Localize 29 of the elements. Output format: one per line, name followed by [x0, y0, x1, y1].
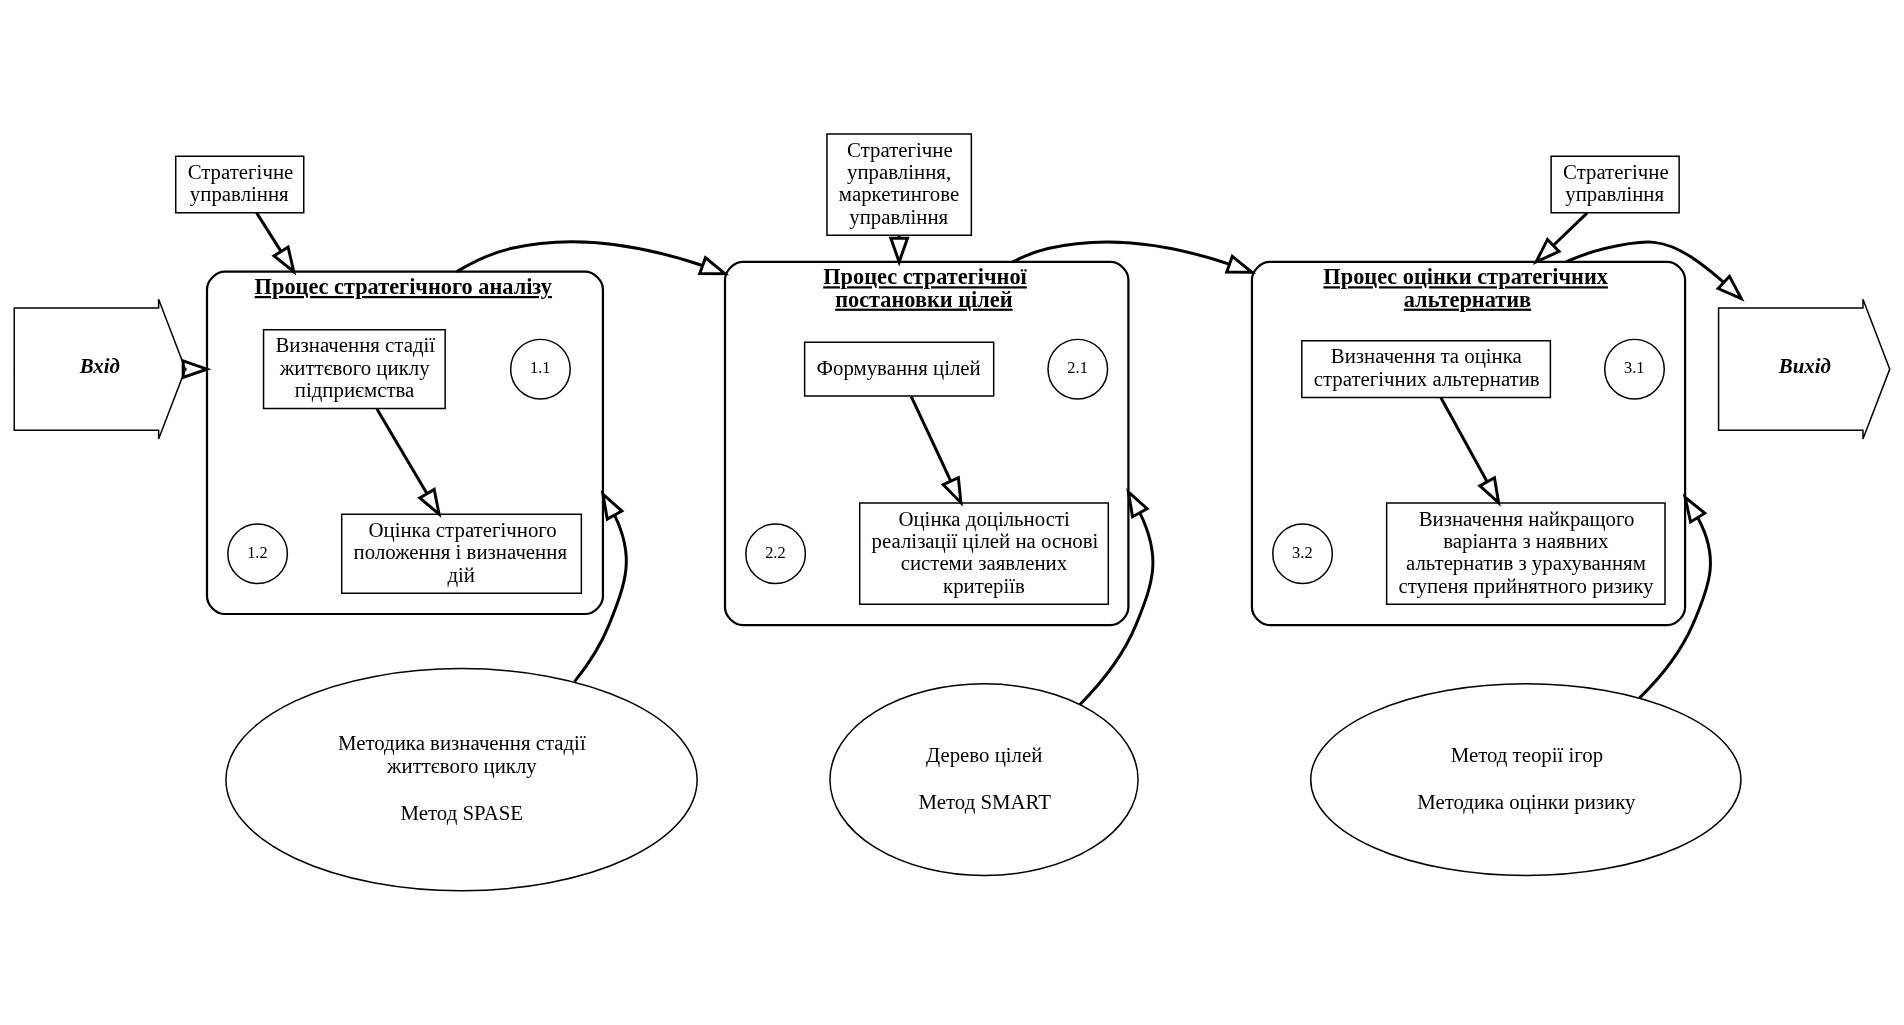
- arrow: [1638, 493, 1712, 700]
- arrow: [181, 358, 212, 380]
- node-box: Оцінка стратегічного положення і визначення дій: [340, 513, 583, 594]
- node-box: Стратегічне управління: [175, 155, 305, 214]
- arrow: [375, 407, 442, 519]
- arrow: [1532, 211, 1589, 266]
- node-circle: 1.1: [509, 338, 571, 400]
- node-circle: 3.1: [1603, 338, 1665, 400]
- arrow: [573, 490, 628, 683]
- node-ellipse: Методика визначення стадії життєвого циклу Метод SPASE: [225, 667, 698, 892]
- node-box: Стратегічне управління: [1550, 155, 1680, 214]
- node-box: Визначення та оцінка стратегічних альтернатив: [1301, 340, 1552, 399]
- arrow: [255, 212, 297, 276]
- node-box: Визначення найкращого варіанта з наявних альтернатив з урахуванням ступеня прийнятного ризику: [1385, 502, 1666, 606]
- node-circle: 2.2: [745, 523, 807, 585]
- node-circle: 1.2: [227, 523, 289, 585]
- node-box: Формування цілей: [803, 341, 995, 397]
- node-circle: 3.2: [1272, 523, 1334, 585]
- arrow: [1078, 487, 1155, 706]
- node-ellipse: Дерево цілей Метод SMART: [829, 683, 1139, 877]
- node-circle: 2.1: [1047, 338, 1109, 400]
- arrow: [1439, 396, 1501, 507]
- node-box: Оцінка доцільності реалізації цілей на основі системи заявлених критеріїв: [858, 502, 1110, 606]
- arrow: [456, 240, 730, 276]
- arrow: [1011, 240, 1257, 274]
- arrow: [909, 395, 963, 507]
- node-ellipse: Метод теорії ігор Методика оцінки ризику: [1310, 683, 1742, 877]
- node-box: Визначення стадії життєвого циклу підприємства: [262, 328, 446, 410]
- arrow: [1565, 240, 1745, 302]
